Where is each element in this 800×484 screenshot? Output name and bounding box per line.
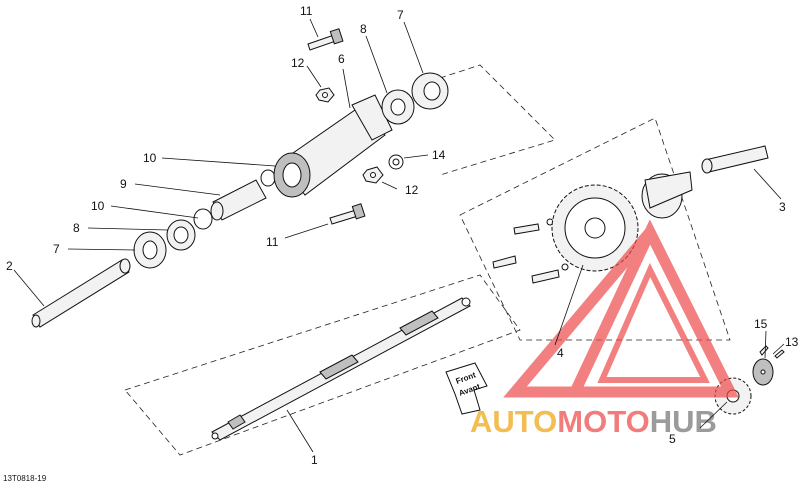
callout-numbers: 1 2 3 4 5 6 7 7 8 8 9 10 10 11 11 12 12 …	[6, 4, 799, 467]
bolts-and-nuts	[307, 28, 404, 225]
callout-12-middle: 12	[405, 183, 419, 197]
callout-12-top: 12	[291, 56, 305, 70]
callout-5: 5	[669, 432, 676, 446]
callout-10-lower: 10	[91, 199, 105, 213]
callout-14: 14	[432, 148, 446, 162]
watermark-hub: HUB	[650, 404, 717, 439]
callout-13: 13	[785, 335, 799, 349]
figure-code: 13T0818-19	[3, 474, 47, 483]
housing	[273, 94, 393, 198]
leader-lines	[13, 18, 785, 453]
callout-8-left: 8	[73, 221, 80, 235]
sleeve	[210, 169, 276, 221]
dashed-assembly-outlines	[124, 64, 731, 456]
callout-11-middle: 11	[266, 235, 279, 249]
gear-bolts	[492, 218, 569, 284]
callout-1: 1	[311, 453, 318, 467]
gear-large	[551, 171, 693, 272]
callout-15: 15	[754, 317, 768, 331]
watermark-moto: MOTO	[557, 404, 649, 439]
callout-4: 4	[557, 346, 564, 360]
cover-plate	[752, 345, 785, 386]
callout-10-upper: 10	[143, 151, 157, 165]
bearing-right	[381, 72, 449, 125]
pin	[701, 145, 769, 174]
callout-7-top: 7	[397, 8, 404, 22]
callout-11-top: 11	[300, 4, 313, 18]
callout-8-top: 8	[360, 22, 367, 36]
left-shaft	[31, 258, 131, 328]
svg-text:AUTOMOTOHUB: AUTOMOTOHUB	[470, 404, 717, 439]
watermark-text: AUTOMOTOHUB	[470, 404, 717, 439]
callout-2: 2	[6, 259, 13, 273]
callout-9: 9	[120, 177, 127, 191]
watermark-auto: AUTO	[470, 404, 557, 439]
bearing-left	[133, 208, 213, 269]
main-shaft	[211, 297, 471, 441]
front-direction-sign: Front Avant	[445, 362, 488, 415]
callout-6: 6	[338, 52, 345, 66]
callout-7-left: 7	[53, 242, 60, 256]
callout-3: 3	[779, 200, 786, 214]
watermark-logo	[503, 219, 739, 398]
